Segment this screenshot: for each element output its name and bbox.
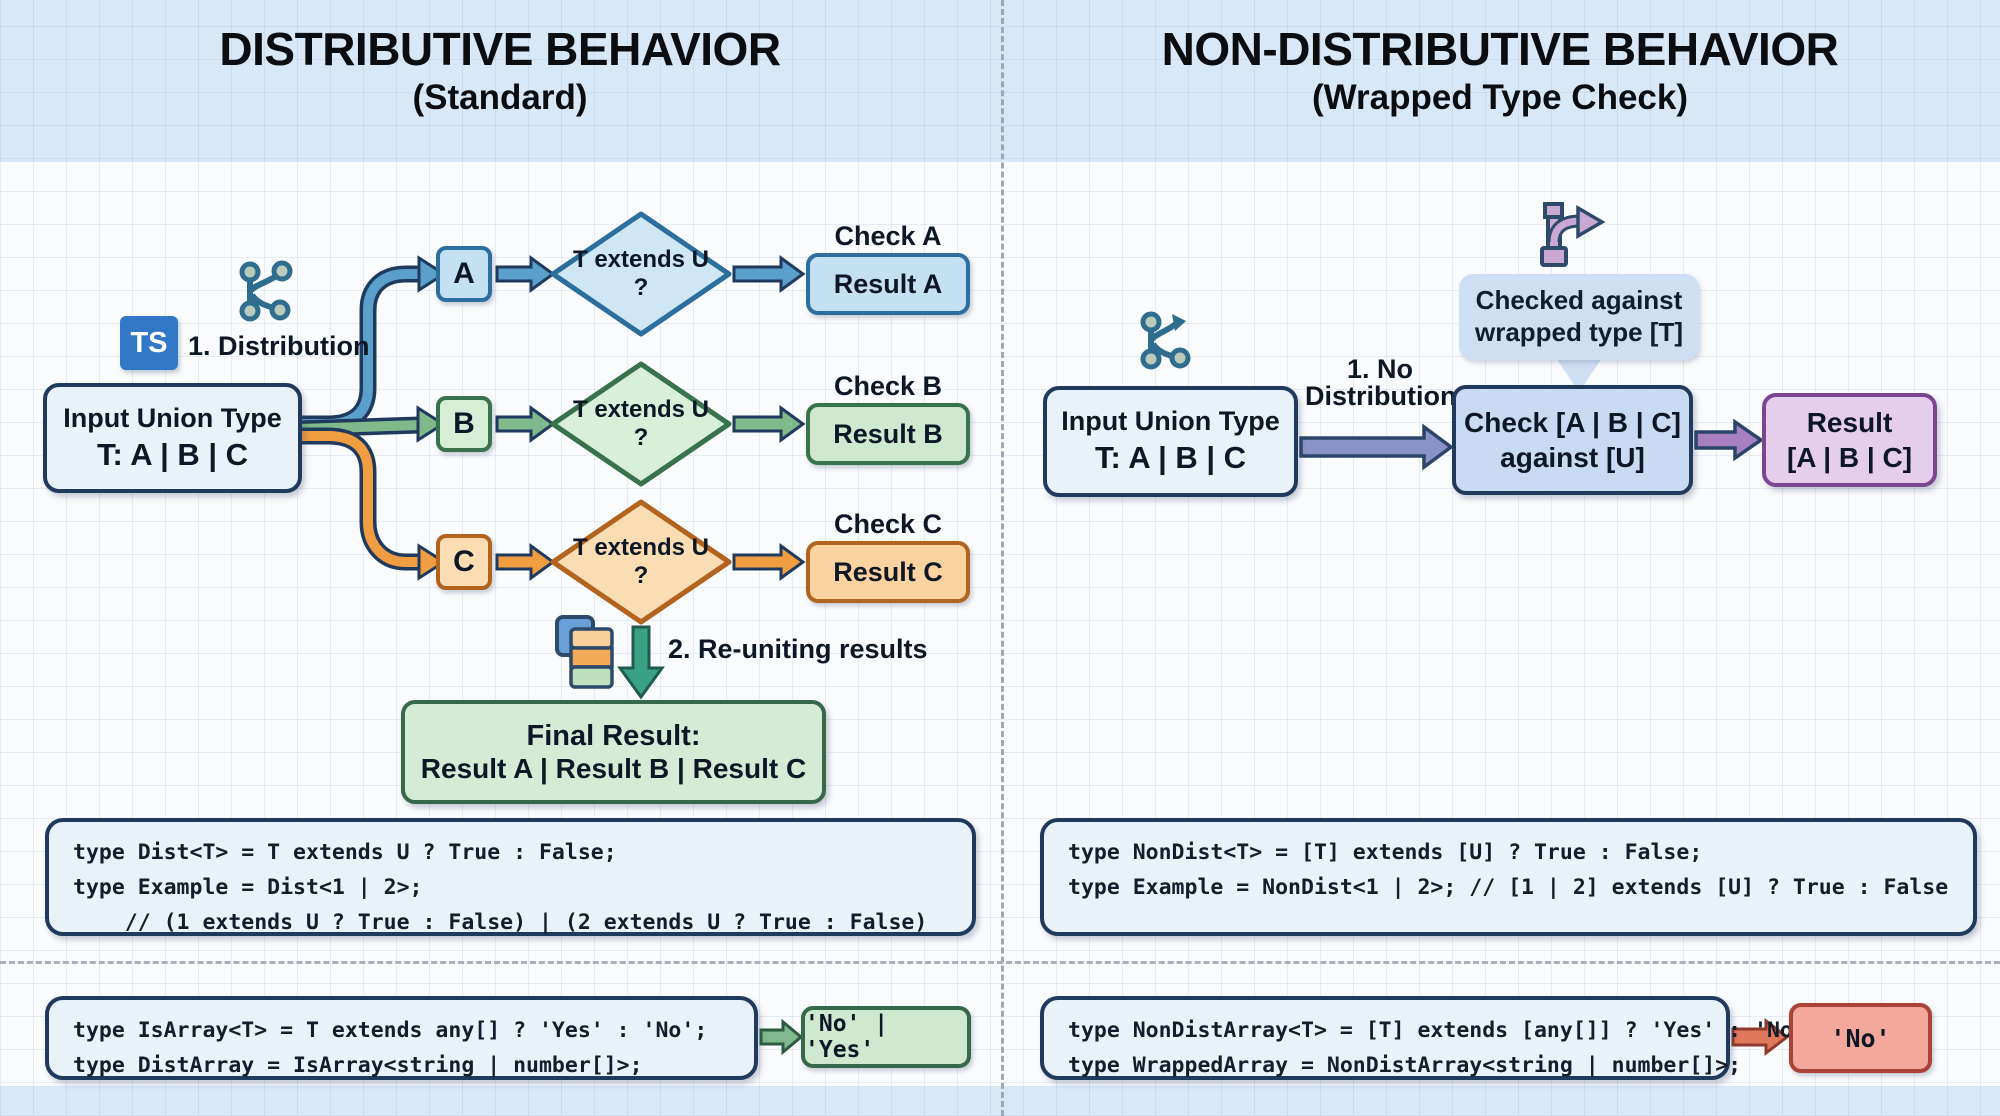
arrow-check-to-result	[1694, 418, 1765, 462]
branch-letter-a: A	[436, 246, 492, 302]
code-line: type Example = Dist<1 | 2>;	[73, 875, 423, 900]
diamond-a-question: ?	[633, 274, 649, 301]
right-result-box: Result [A | B | C]	[1762, 393, 1937, 487]
right-input-line1: Input Union Type	[1061, 406, 1280, 437]
right-code-array-block: type NonDistArray<T> = [T] extends [any[…	[1040, 996, 1819, 1080]
section-divider-horizontal	[0, 961, 2000, 964]
code-line: type Dist<T> = T extends U ? True : Fals…	[73, 840, 617, 865]
check-c-label: Check C	[833, 509, 943, 539]
diamond-b-condition: T extends U	[572, 396, 710, 424]
decision-diamond-c: T extends U ?	[549, 498, 733, 626]
result-b-box: Result B	[806, 403, 970, 465]
panel-divider-vertical	[1001, 0, 1004, 1116]
right-result-line1: Result	[1806, 407, 1893, 438]
branch-letter-b: B	[436, 396, 492, 452]
right-panel-title: NON-DISTRIBUTIVE BEHAVIOR	[1161, 23, 1839, 75]
code-line: type NonDist<T> = [T] extends [U] ? True…	[1068, 840, 1703, 865]
arrow-diamond-to-result-c	[732, 543, 806, 581]
diamond-c-question: ?	[633, 562, 649, 589]
diamond-b-question: ?	[633, 424, 649, 451]
check-b-label: Check B	[833, 371, 943, 401]
left-input-union-type-box: Input Union Type T: A | B | C	[43, 383, 302, 493]
right-code-main-block: type NonDist<T> = [T] extends [U] ? True…	[1040, 818, 1977, 936]
tooltip-line1: Checked against	[1475, 285, 1683, 316]
code-line: // (1 extends U ? True : False) | (2 ext…	[73, 910, 928, 935]
left-input-line2: T: A | B | C	[96, 436, 249, 472]
arrow-no-distribution	[1299, 423, 1454, 471]
arrow-code-to-no	[1731, 1017, 1790, 1057]
branch-letter-c: C	[436, 534, 492, 590]
left-panel-title: DISTRIBUTIVE BEHAVIOR	[219, 23, 781, 75]
stacked-layers-icon	[554, 614, 616, 697]
arrow-c-to-diamond	[495, 543, 556, 581]
final-result-box: Final Result: Result A | Result B | Resu…	[401, 700, 826, 804]
turn-right-arrow-icon	[1526, 200, 1610, 277]
left-array-result-box: 'No' | 'Yes'	[801, 1006, 971, 1068]
code-line: type Example = NonDist<1 | 2>; // [1 | 2…	[1068, 875, 1949, 900]
diamond-c-condition: T extends U	[572, 534, 710, 562]
final-result-value: Result A | Result B | Result C	[420, 752, 807, 784]
branch-arrow-c	[299, 427, 447, 581]
no-distribution-label-line1: 1. No	[1346, 354, 1413, 384]
code-line: type IsArray<T> = T extends any[] ? 'Yes…	[73, 1018, 708, 1043]
check-wrapped-line2: against [U]	[1500, 442, 1645, 473]
no-distribution-label-line2: Distribution	[1305, 381, 1457, 411]
left-panel-subtitle: (Standard)	[412, 78, 588, 117]
diamond-a-condition: T extends U	[572, 246, 710, 274]
result-c-box: Result C	[806, 541, 970, 603]
right-array-result-box: 'No'	[1789, 1003, 1932, 1073]
left-code-array-block: type IsArray<T> = T extends any[] ? 'Yes…	[45, 996, 758, 1080]
no-distribution-label: 1. No Distribution	[1305, 354, 1457, 411]
no-distribution-fork-icon	[1138, 310, 1192, 375]
right-input-union-type-box: Input Union Type T: A | B | C	[1043, 386, 1298, 497]
typescript-logo-icon: TS	[120, 316, 178, 370]
code-line: type WrappedArray = NonDistArray<string …	[1068, 1053, 1742, 1078]
arrow-diamond-to-result-b	[732, 405, 806, 443]
arrow-reunite-down	[617, 625, 665, 700]
check-wrapped-box: Check [A | B | C] against [U]	[1452, 385, 1693, 495]
tooltip-line2: wrapped type [T]	[1474, 317, 1683, 347]
right-result-line2: [A | B | C]	[1786, 442, 1913, 473]
check-wrapped-line1: Check [A | B | C]	[1464, 407, 1681, 438]
step1-distribution-label: 1. Distribution	[188, 331, 370, 361]
distribution-fork-icon	[236, 260, 294, 327]
wrapped-type-tooltip: Checked against wrapped type [T]	[1459, 274, 1699, 360]
code-line: type DistArray = IsArray<string | number…	[73, 1053, 643, 1078]
result-a-box: Result A	[806, 253, 970, 315]
right-input-line2: T: A | B | C	[1094, 440, 1247, 475]
left-code-main-block: type Dist<T> = T extends U ? True : Fals…	[45, 818, 976, 936]
tooltip-pointer	[1556, 358, 1602, 392]
arrow-b-to-diamond	[495, 405, 556, 443]
arrow-code-to-yesno	[759, 1018, 804, 1056]
right-panel-subtitle: (Wrapped Type Check)	[1312, 78, 1688, 117]
arrow-diamond-to-result-a	[732, 255, 806, 293]
decision-diamond-a: T extends U ?	[549, 210, 733, 338]
final-result-title: Final Result:	[526, 719, 701, 752]
decision-diamond-b: T extends U ?	[549, 360, 733, 488]
check-a-label: Check A	[834, 221, 942, 251]
arrow-a-to-diamond	[495, 255, 556, 293]
code-line: type NonDistArray<T> = [T] extends [any[…	[1068, 1018, 1819, 1043]
left-input-line1: Input Union Type	[63, 402, 282, 433]
step2-reuniting-label: 2. Re-uniting results	[668, 634, 928, 664]
